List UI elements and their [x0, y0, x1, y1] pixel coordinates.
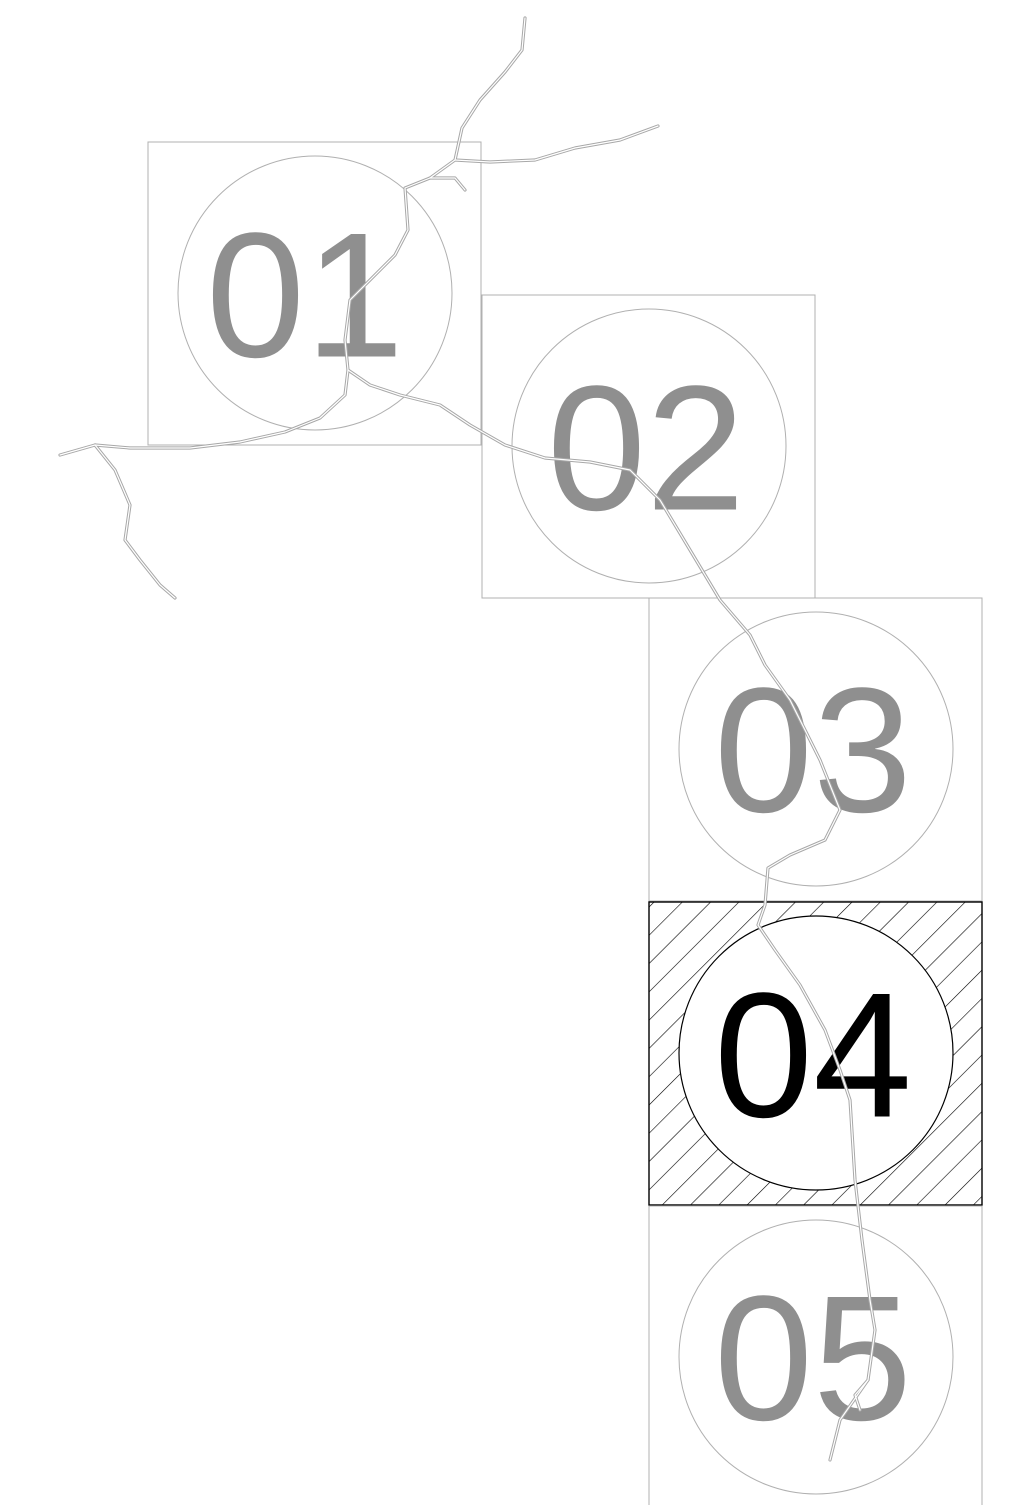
step-01-label: 01 — [206, 196, 404, 395]
crack-branch-right — [455, 126, 658, 162]
step-02-label: 02 — [547, 349, 745, 548]
step-02: 02 — [482, 295, 815, 598]
crack-branch-down — [95, 445, 175, 598]
step-01: 01 — [148, 142, 481, 445]
step-05: 05 — [649, 1206, 982, 1505]
step-03-label: 03 — [714, 651, 912, 850]
step-04: 04 — [649, 902, 982, 1205]
step-04-label: 04 — [714, 956, 912, 1155]
step-05-label: 05 — [714, 1259, 912, 1458]
